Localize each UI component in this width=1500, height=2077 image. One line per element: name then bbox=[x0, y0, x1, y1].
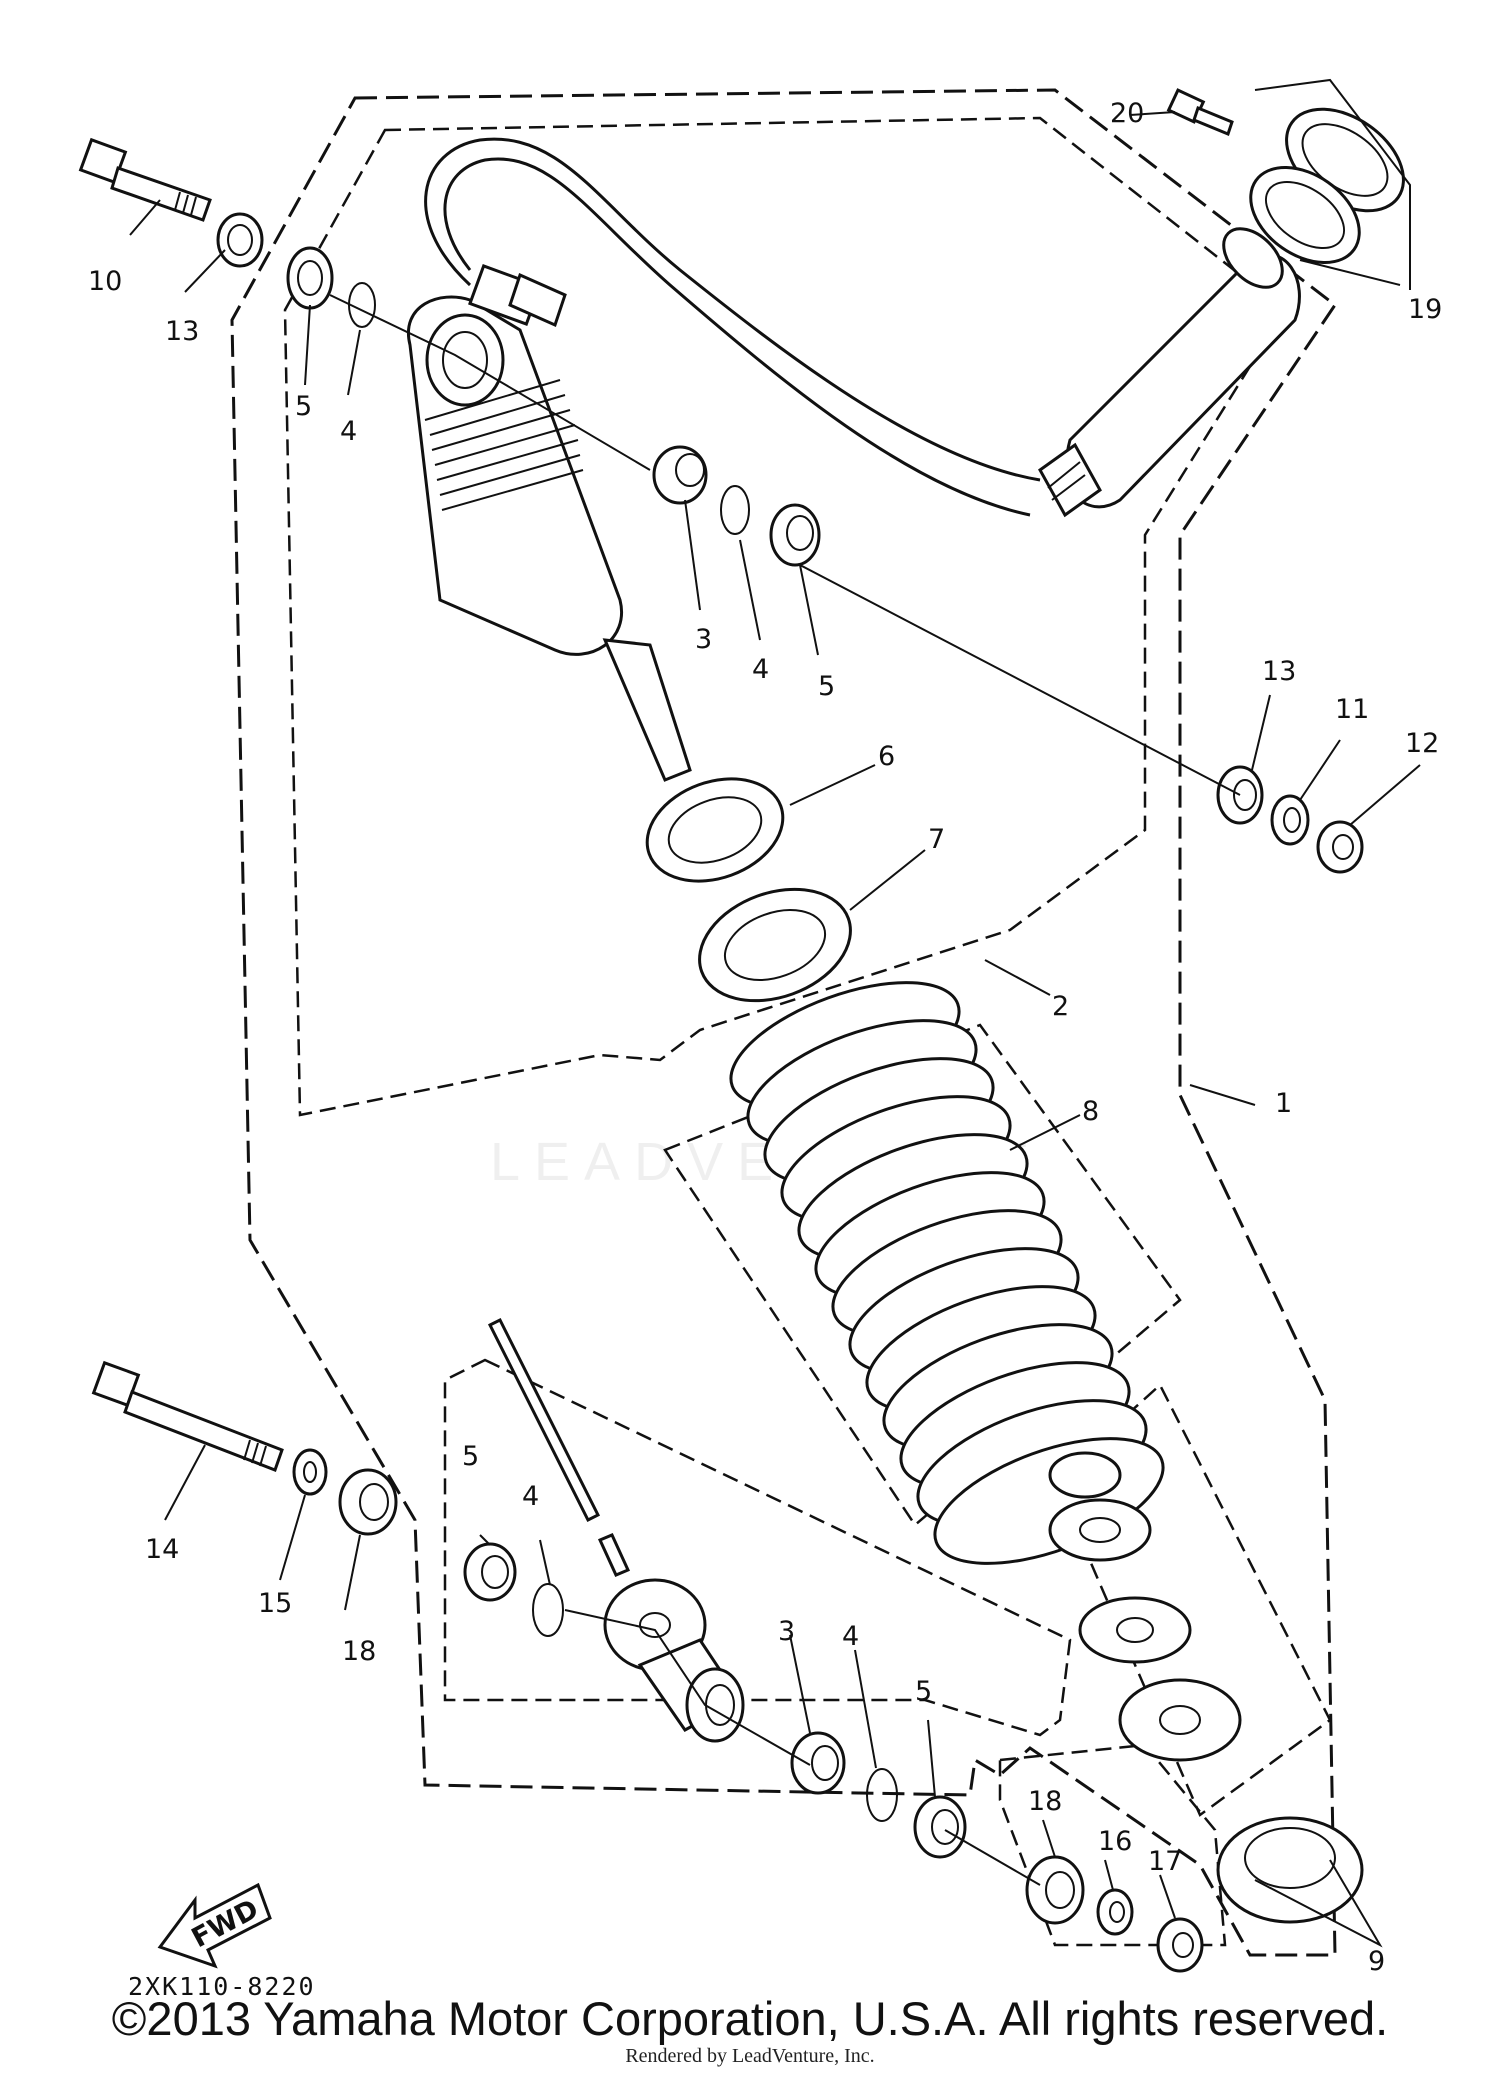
upper-bearing bbox=[652, 445, 708, 505]
clamp-bolt bbox=[1166, 88, 1234, 136]
label-part-4-upper-left: 4 bbox=[340, 416, 357, 447]
label-part-5-upper-right: 5 bbox=[818, 671, 835, 702]
diagram-code: 2XK110-8220 bbox=[128, 1972, 316, 2001]
piston-rod bbox=[602, 638, 692, 782]
shock-absorber-body bbox=[406, 264, 623, 656]
rendered-by-credit: Rendered by LeadVenture, Inc. bbox=[625, 2045, 875, 2067]
reservoir-canister bbox=[1038, 227, 1301, 518]
reservoir-hose bbox=[424, 137, 1041, 482]
label-part-16: 16 bbox=[1098, 1826, 1132, 1857]
label-part-20: 20 bbox=[1110, 98, 1144, 129]
label-part-8: 8 bbox=[1082, 1096, 1099, 1127]
label-part-4-upper-right: 4 bbox=[752, 654, 769, 685]
label-part-3-upper: 3 bbox=[695, 624, 712, 655]
upper-oil-seal-right bbox=[769, 503, 821, 567]
lower-washer-right bbox=[1096, 1888, 1134, 1936]
label-part-10: 10 bbox=[88, 266, 122, 297]
label-part-18-right: 18 bbox=[1028, 1786, 1062, 1817]
label-part-1: 1 bbox=[1275, 1088, 1292, 1119]
label-part-6: 6 bbox=[878, 741, 895, 772]
upper-nut bbox=[1316, 820, 1364, 874]
label-part-4-lower-left: 4 bbox=[522, 1481, 539, 1512]
lower-circlip-right bbox=[866, 1768, 898, 1822]
label-part-18-left: 18 bbox=[342, 1636, 376, 1667]
lower-body-boundary bbox=[443, 1358, 1072, 1737]
upper-mounting-bolt bbox=[78, 137, 212, 222]
label-part-2: 2 bbox=[1052, 991, 1069, 1022]
reservoir-clamp bbox=[1249, 107, 1405, 265]
copyright-notice: ©2013 Yamaha Motor Corporation, U.S.A. A… bbox=[111, 1992, 1389, 2045]
label-part-3-lower: 3 bbox=[778, 1616, 795, 1647]
leader-lines bbox=[129, 78, 1421, 1948]
coil-spring bbox=[729, 981, 1165, 1565]
upper-circlip-right bbox=[720, 485, 750, 535]
label-part-11: 11 bbox=[1335, 694, 1369, 725]
lower-bearing bbox=[790, 1731, 846, 1795]
label-part-15: 15 bbox=[258, 1588, 292, 1619]
label-part-5-lower-right: 5 bbox=[915, 1676, 932, 1707]
lower-oil-seal-left bbox=[463, 1542, 517, 1602]
lower-collar-right bbox=[1025, 1855, 1085, 1925]
lower-nut bbox=[1156, 1917, 1204, 1973]
label-part-9: 9 bbox=[1368, 1946, 1385, 1977]
spring-adjuster-nut bbox=[645, 777, 785, 883]
label-part-7: 7 bbox=[928, 824, 945, 855]
clevis-pin bbox=[487, 1317, 631, 1577]
assembly-1-boundary bbox=[230, 88, 1338, 1957]
lower-circlip-left bbox=[532, 1583, 564, 1637]
lower-mounting-bolt bbox=[91, 1360, 284, 1472]
label-part-14: 14 bbox=[145, 1534, 179, 1565]
spring-locknut bbox=[698, 887, 852, 1003]
upper-oil-seal-left bbox=[286, 246, 334, 310]
label-part-5-upper-left: 5 bbox=[295, 391, 312, 422]
reservoir-hose-inner bbox=[443, 157, 1031, 517]
lower-clevis bbox=[603, 1578, 745, 1743]
label-part-13-upper-right: 13 bbox=[1262, 656, 1296, 687]
spring-seat bbox=[1216, 1816, 1364, 1924]
label-part-4-lower-right: 4 bbox=[842, 1621, 859, 1652]
label-part-17: 17 bbox=[1148, 1846, 1182, 1877]
label-part-19: 19 bbox=[1408, 294, 1442, 325]
upper-washer bbox=[1270, 794, 1310, 846]
bump-stopper-assembly bbox=[1048, 1451, 1242, 1762]
label-part-5-lower-left: 5 bbox=[462, 1441, 479, 1472]
label-part-13-upper-left: 13 bbox=[165, 316, 199, 347]
forward-arrow-icon: FWD bbox=[157, 1882, 272, 1969]
lower-washer-left bbox=[292, 1448, 328, 1496]
lower-collar-left bbox=[338, 1468, 398, 1536]
lower-oil-seal-right bbox=[913, 1795, 967, 1859]
upper-collar-left bbox=[216, 212, 264, 268]
label-part-12: 12 bbox=[1405, 728, 1439, 759]
